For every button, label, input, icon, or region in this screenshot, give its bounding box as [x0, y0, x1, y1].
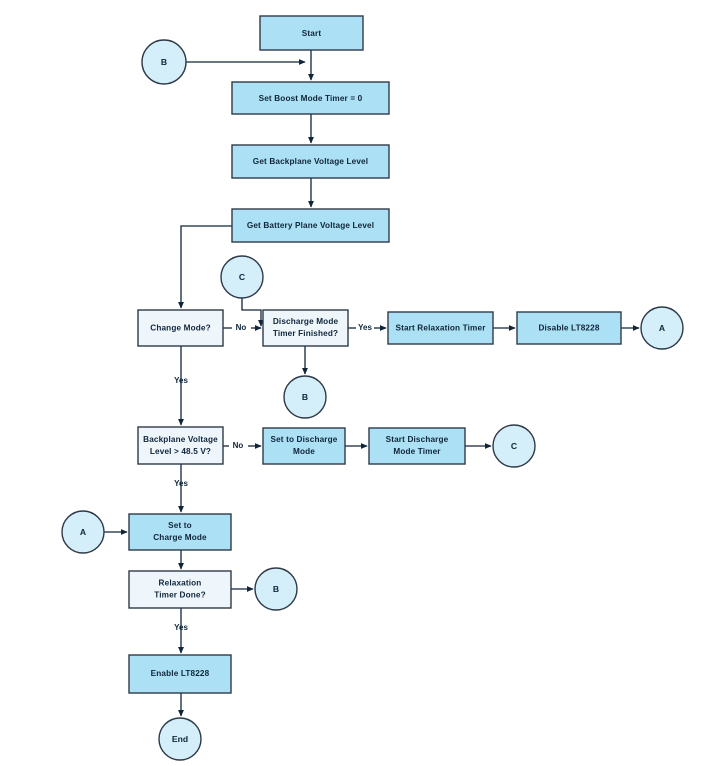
- node-disable-lt8228-shape[interactable]: [516, 311, 622, 345]
- edge-label-layer: No Yes Yes No Yes Yes: [174, 323, 372, 632]
- node-connector-c-right-label: C: [511, 441, 517, 451]
- node-connector-a-right-label: A: [659, 323, 665, 333]
- node-set-charge-mode-shape[interactable]: [128, 513, 232, 551]
- node-set-discharge-mode-label-2: Mode: [293, 447, 315, 456]
- node-set-discharge-mode-label-1: Set to Discharge: [270, 435, 337, 444]
- node-relaxation-timer-done-shape[interactable]: [128, 570, 232, 609]
- node-get-backplane-voltage[interactable]: Get Backplane Voltage Level: [231, 144, 390, 179]
- node-enable-lt8228[interactable]: Enable LT8228: [128, 654, 232, 694]
- node-start-relaxation-timer[interactable]: Start Relaxation Timer: [387, 311, 494, 345]
- node-connector-a-right[interactable]: A: [640, 306, 684, 350]
- node-enable-lt8228-shape[interactable]: [128, 654, 232, 694]
- node-connector-c-right-shape[interactable]: [492, 424, 536, 468]
- node-connector-b-mid-shape[interactable]: [283, 375, 327, 419]
- node-start-label: Start: [302, 29, 322, 38]
- node-set-discharge-mode[interactable]: Set to Discharge Mode: [262, 427, 346, 465]
- node-set-boost-timer-label: Set Boost Mode Timer = 0: [259, 94, 363, 103]
- node-change-mode[interactable]: Change Mode?: [137, 309, 224, 347]
- node-start-discharge-timer[interactable]: Start Discharge Mode Timer: [368, 427, 466, 465]
- node-set-charge-mode-label-1: Set to: [168, 521, 192, 530]
- node-set-boost-timer-shape[interactable]: [231, 81, 390, 115]
- node-relaxation-timer-done[interactable]: Relaxation Timer Done?: [128, 570, 232, 609]
- node-disable-lt8228-label: Disable LT8228: [538, 324, 599, 333]
- node-end-label: End: [172, 734, 188, 744]
- node-get-backplane-voltage-shape[interactable]: [231, 144, 390, 179]
- node-connector-c-top-shape[interactable]: [220, 255, 264, 299]
- node-connector-b-mid[interactable]: B: [283, 375, 327, 419]
- node-disable-lt8228[interactable]: Disable LT8228: [516, 311, 622, 345]
- node-relaxation-timer-done-label-2: Timer Done?: [154, 591, 206, 600]
- edge-get-battery-plane-to-change-mode: [178, 225, 232, 309]
- edge-label-relaxation-yes: Yes: [174, 623, 188, 632]
- node-connector-b-bottom-label: B: [273, 584, 279, 594]
- node-connector-b-bottom[interactable]: B: [254, 567, 298, 611]
- node-connector-c-top-label: C: [239, 272, 245, 282]
- node-start[interactable]: Start: [259, 15, 364, 51]
- node-start-discharge-timer-shape[interactable]: [368, 427, 466, 465]
- edge-connector-c-top-to-discharge-timer: [241, 298, 264, 327]
- node-connector-a-right-shape[interactable]: [640, 306, 684, 350]
- node-enable-lt8228-label: Enable LT8228: [151, 669, 210, 678]
- edge-label-backplane-no: No: [233, 441, 244, 450]
- node-connector-a-left-label: A: [80, 527, 86, 537]
- node-backplane-threshold-shape[interactable]: [137, 426, 224, 465]
- node-layer: Start B Set Boost Mode Timer = 0 Get Bac…: [61, 15, 684, 761]
- node-connector-c-top[interactable]: C: [220, 255, 264, 299]
- node-backplane-threshold-label-2: Level > 48.5 V?: [150, 447, 211, 456]
- node-get-battery-plane-voltage[interactable]: Get Battery Plane Voltage Level: [231, 208, 390, 243]
- node-discharge-timer-finished-shape[interactable]: [262, 309, 349, 347]
- node-get-backplane-voltage-label: Get Backplane Voltage Level: [253, 157, 368, 166]
- node-start-shape[interactable]: [259, 15, 364, 51]
- node-set-charge-mode-label-2: Charge Mode: [153, 533, 207, 542]
- node-end[interactable]: End: [158, 717, 202, 761]
- node-relaxation-timer-done-label-1: Relaxation: [159, 579, 202, 588]
- node-end-shape[interactable]: [158, 717, 202, 761]
- edge-layer: Discharge Mode Timer Finished? --> Backp…: [104, 50, 640, 717]
- node-connector-b-top[interactable]: B: [141, 39, 187, 85]
- node-connector-b-bottom-shape[interactable]: [254, 567, 298, 611]
- node-set-discharge-mode-shape[interactable]: [262, 427, 346, 465]
- node-backplane-threshold-label-1: Backplane Voltage: [143, 435, 218, 444]
- node-get-battery-plane-voltage-shape[interactable]: [231, 208, 390, 243]
- node-backplane-threshold[interactable]: Backplane Voltage Level > 48.5 V?: [137, 426, 224, 465]
- edge-label-discharge-timer-yes: Yes: [358, 323, 372, 332]
- node-start-discharge-timer-label-1: Start Discharge: [386, 435, 449, 444]
- node-set-boost-timer[interactable]: Set Boost Mode Timer = 0: [231, 81, 390, 115]
- node-change-mode-label: Change Mode?: [150, 324, 210, 333]
- node-connector-c-right[interactable]: C: [492, 424, 536, 468]
- node-start-relaxation-timer-shape[interactable]: [387, 311, 494, 345]
- node-connector-a-left[interactable]: A: [61, 510, 105, 554]
- node-discharge-timer-finished-label-1: Discharge Mode: [273, 317, 339, 326]
- edge-label-change-mode-no: No: [236, 323, 247, 332]
- node-start-discharge-timer-label-2: Mode Timer: [393, 447, 441, 456]
- node-change-mode-shape[interactable]: [137, 309, 224, 347]
- node-discharge-timer-finished[interactable]: Discharge Mode Timer Finished?: [262, 309, 349, 347]
- node-connector-b-mid-label: B: [302, 392, 308, 402]
- edge-label-change-mode-yes: Yes: [174, 376, 188, 385]
- node-set-charge-mode[interactable]: Set to Charge Mode: [128, 513, 232, 551]
- node-discharge-timer-finished-label-2: Timer Finished?: [273, 329, 338, 338]
- node-get-battery-plane-voltage-label: Get Battery Plane Voltage Level: [247, 221, 374, 230]
- edge-label-backplane-yes: Yes: [174, 479, 188, 488]
- node-connector-b-top-label: B: [161, 57, 167, 67]
- node-start-relaxation-timer-label: Start Relaxation Timer: [395, 324, 486, 333]
- node-connector-a-left-shape[interactable]: [61, 510, 105, 554]
- node-connector-b-top-shape[interactable]: [141, 39, 187, 85]
